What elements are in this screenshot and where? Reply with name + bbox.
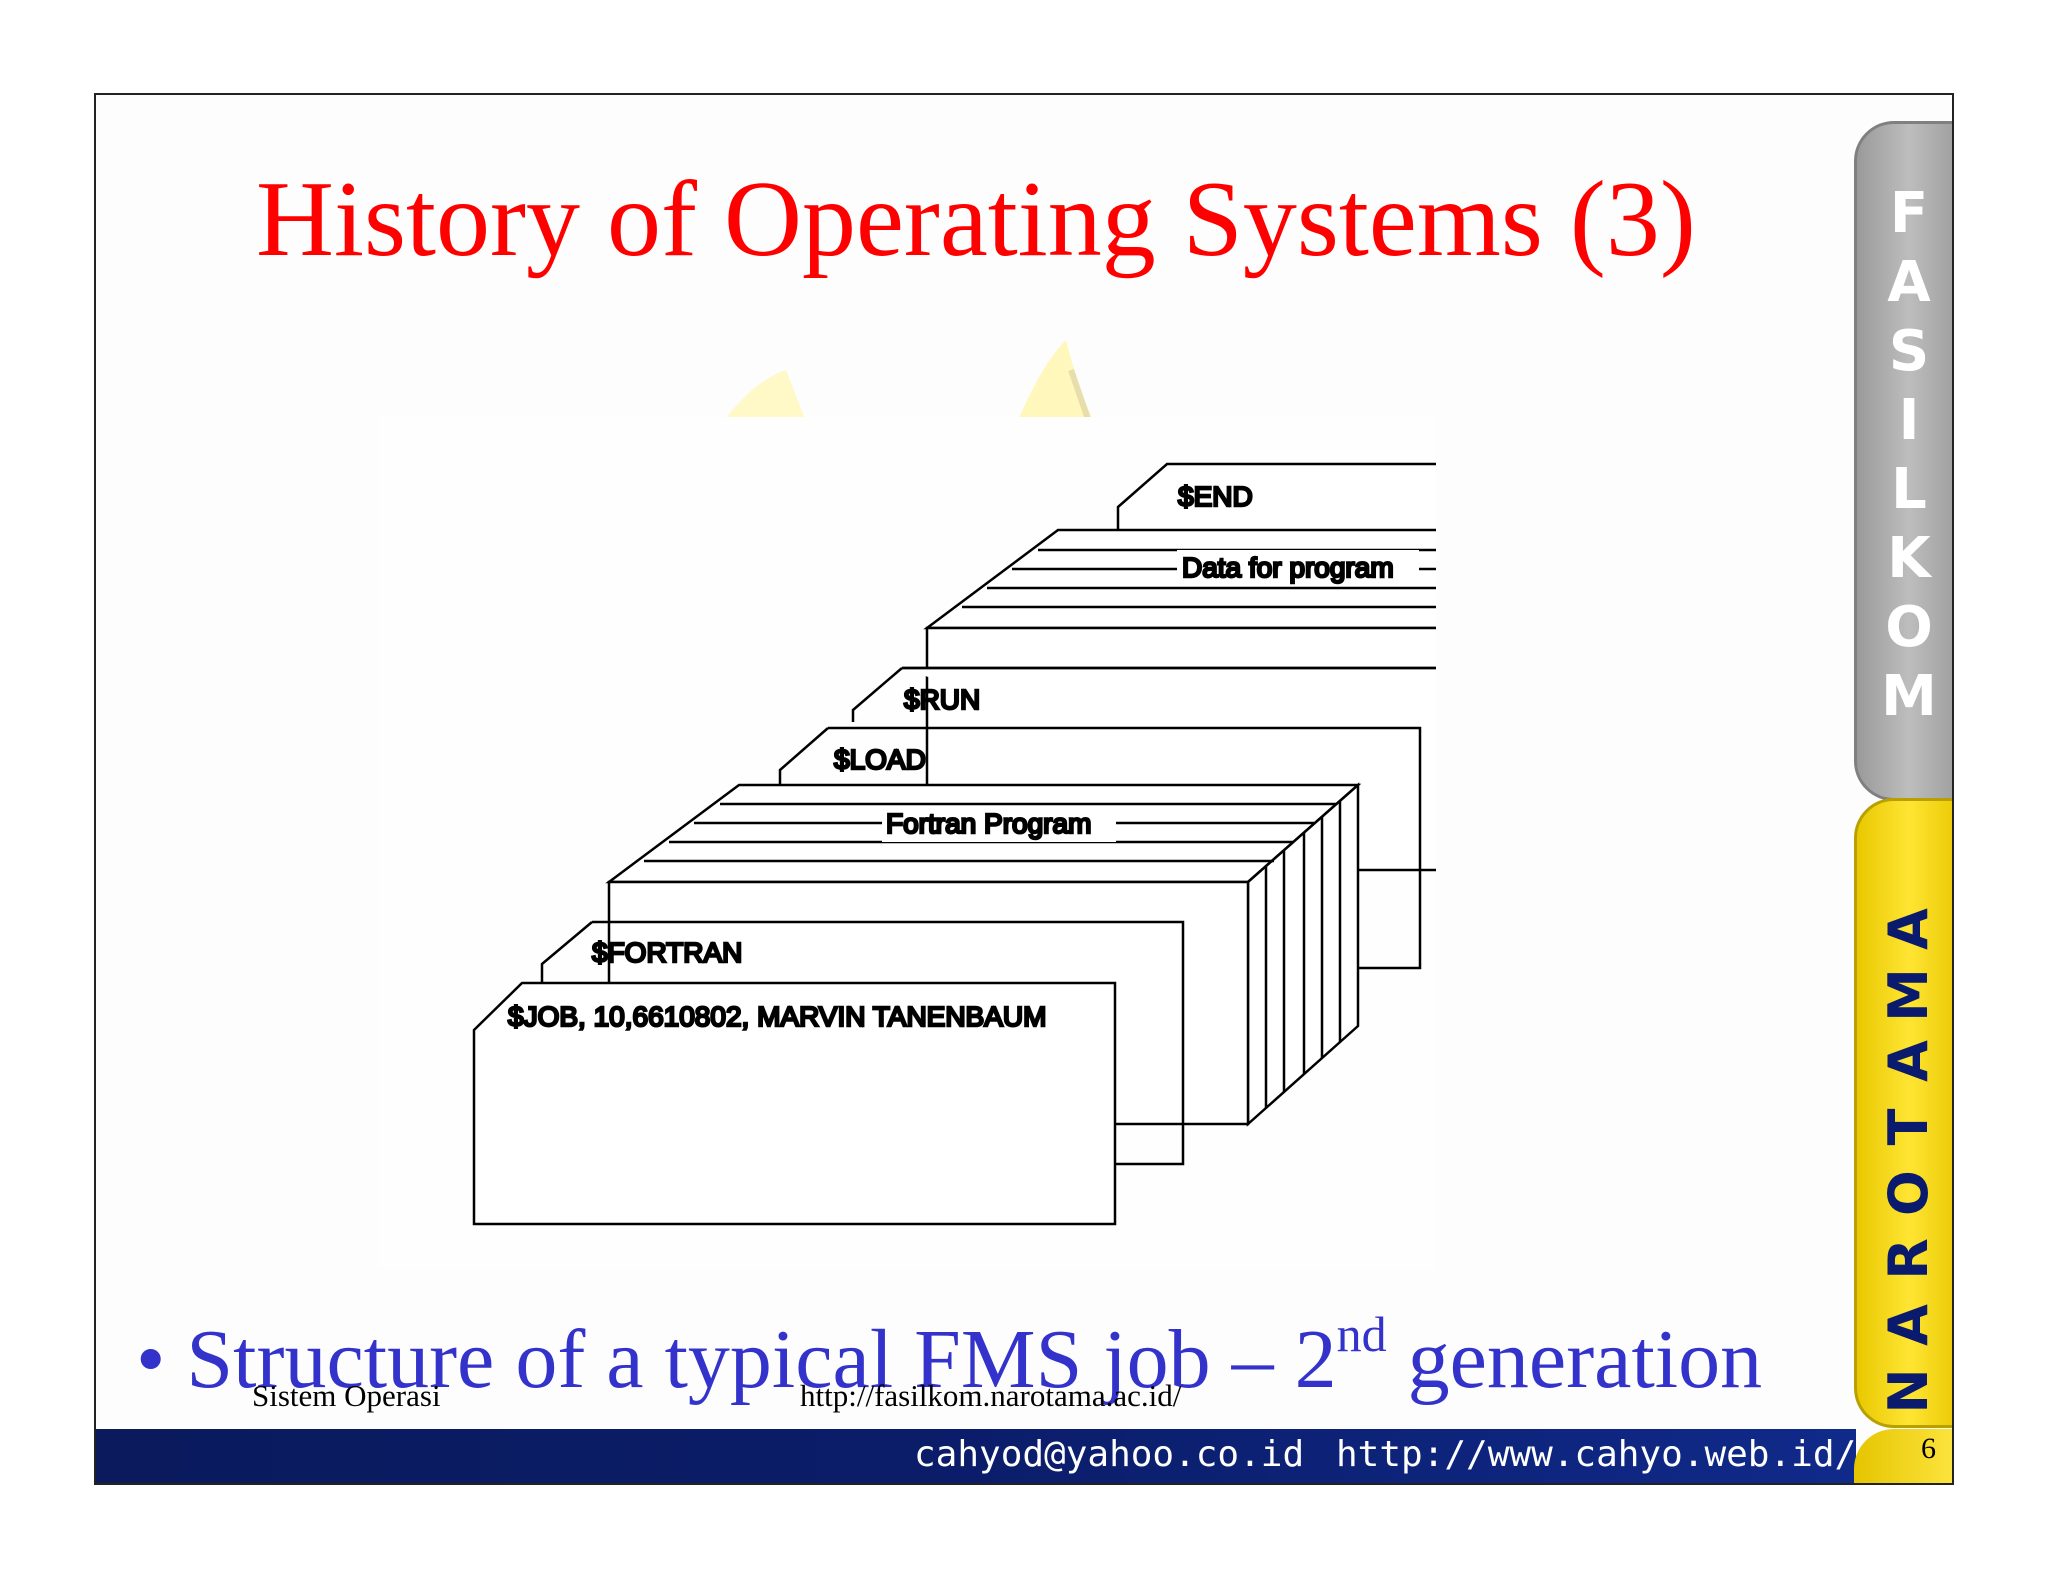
bullet-sup: nd: [1336, 1306, 1387, 1362]
card-job-label: $JOB, 10,6610802, MARVIN TANENBAUM: [508, 1001, 1046, 1032]
bullet-marker: •: [136, 1313, 166, 1406]
card-load-label: $LOAD: [834, 744, 926, 775]
bullet-line: • Structure of a typical FMS job – 2nd g…: [136, 1306, 1763, 1411]
fasilkom-letter: A: [1887, 250, 1931, 315]
bullet-text: Structure of a typical FMS job – 2: [186, 1313, 1337, 1406]
card-fortran-cmd-label: $FORTRAN: [592, 937, 742, 968]
fasilkom-letter: K: [1887, 526, 1931, 591]
page-number: 6: [1921, 1432, 1936, 1465]
card-data-label: Data for program: [1182, 552, 1394, 583]
slide-title: History of Operating Systems (3): [256, 160, 1696, 279]
fasilkom-letter: F: [1889, 181, 1929, 246]
bar-email[interactable]: cahyod@yahoo.co.id: [914, 1434, 1305, 1475]
card-end-label: $END: [1178, 481, 1253, 512]
fasilkom-letter: S: [1888, 319, 1930, 384]
side-tab-corner: [1854, 1429, 1952, 1483]
slide: History of Operating Systems (3) $END: [94, 93, 1954, 1485]
diagram-panel: $END Data for program: [378, 417, 1436, 1269]
fasilkom-letter: O: [1885, 595, 1933, 660]
fms-job-diagram: $END Data for program: [472, 462, 1436, 1226]
footer-course-name: Sistem Operasi: [252, 1378, 441, 1413]
card-load-shape: [828, 726, 1422, 970]
narotama-letter: N: [1877, 1368, 1940, 1414]
card-run-label: $RUN: [904, 684, 980, 715]
bullet-text-end: generation: [1386, 1313, 1763, 1406]
bottom-bar: [96, 1429, 1856, 1483]
bar-site[interactable]: http://www.cahyo.web.id/: [1336, 1434, 1857, 1475]
footer-url[interactable]: http://fasilkom.narotama.ac.id/: [800, 1378, 1182, 1413]
card-fortran-cmd-shape: [592, 920, 1185, 1166]
fasilkom-letter: M: [1881, 664, 1937, 729]
fasilkom-letter: I: [1898, 388, 1920, 453]
card-fortran-label: Fortran Program: [886, 808, 1091, 839]
card-job-shape: [472, 981, 1117, 1226]
fasilkom-letter: L: [1891, 457, 1927, 522]
